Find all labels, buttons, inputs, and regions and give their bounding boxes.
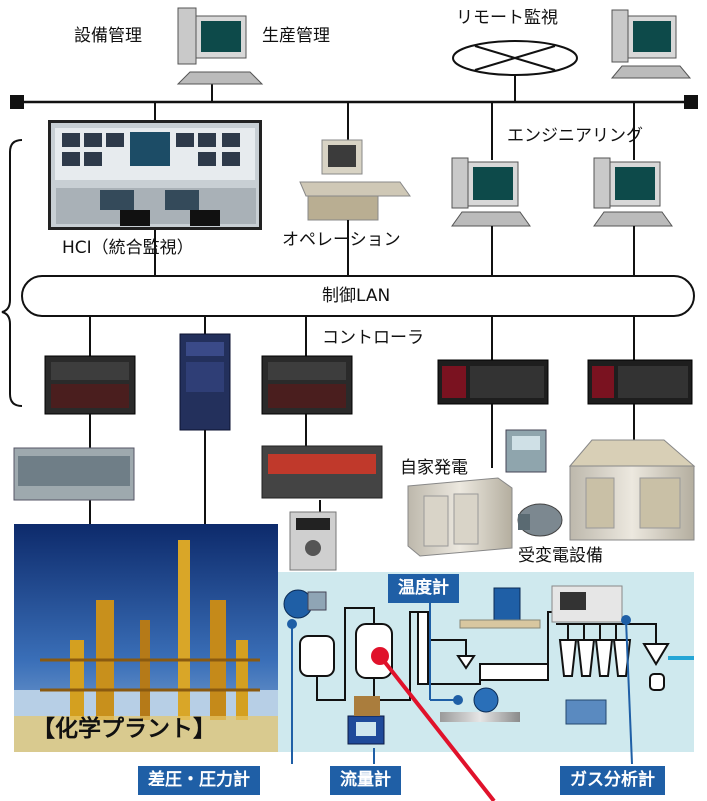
control-lan-bus bbox=[21, 275, 695, 317]
remote-pc-icon bbox=[610, 9, 692, 79]
plc-tower-icon bbox=[179, 333, 231, 431]
lan-drop-lines bbox=[89, 316, 635, 360]
controller-label: コントローラ bbox=[322, 328, 424, 348]
flow-meter-tag: 流量計 bbox=[330, 766, 401, 795]
controller-rack-icon bbox=[44, 355, 136, 415]
controller-rack-icon bbox=[261, 355, 353, 415]
io-module-icon bbox=[261, 445, 383, 499]
substation-image bbox=[568, 439, 696, 541]
relay-device-icon bbox=[505, 429, 547, 473]
chemical-plant-image bbox=[14, 524, 278, 752]
remote-network-icon bbox=[452, 40, 578, 102]
signal-highlight-dot bbox=[371, 647, 389, 665]
dp-pressure-meter-tag: 差圧・圧力計 bbox=[138, 766, 260, 795]
controller-rack-icon bbox=[437, 359, 549, 405]
io-module-icon bbox=[13, 447, 135, 501]
temperature-meter-tag: 温度計 bbox=[388, 574, 459, 603]
pressure-transmitter-image bbox=[283, 589, 327, 619]
panel-meter-icon bbox=[289, 511, 337, 571]
flow-meter-image bbox=[347, 696, 385, 745]
gas-analyzer-image bbox=[551, 585, 623, 725]
substation-label: 受変電設備 bbox=[518, 546, 603, 566]
hci-control-room-image bbox=[48, 120, 262, 230]
controller-rack-icon bbox=[587, 359, 693, 405]
control-lan-label: 制御LAN bbox=[322, 286, 391, 306]
engineering-pc-icon bbox=[451, 157, 531, 276]
top-network-bus bbox=[10, 95, 698, 109]
facility-management-label: 設備管理 bbox=[74, 26, 142, 46]
process-piping-diagram bbox=[299, 607, 694, 701]
operation-console-image bbox=[299, 139, 411, 221]
operation-label: オペレーション bbox=[282, 230, 401, 250]
engineering-pc-icon bbox=[593, 157, 673, 276]
callout-lines bbox=[287, 598, 633, 765]
self-power-label: 自家発電 bbox=[400, 458, 468, 478]
system-brace bbox=[1, 139, 23, 407]
signal-highlight-line bbox=[378, 654, 496, 801]
hci-label: HCI（統合監視） bbox=[62, 238, 194, 258]
management-pc-icon bbox=[176, 7, 264, 102]
gas-analyzer-tag: ガス分析計 bbox=[560, 766, 665, 795]
temperature-transmitter-image bbox=[440, 587, 541, 722]
bus-drop-lines bbox=[154, 102, 635, 160]
engineering-label: エンジニアリング bbox=[507, 126, 643, 146]
chemical-plant-label: 【化学プラント】 bbox=[32, 716, 216, 742]
remote-monitoring-label: リモート監視 bbox=[456, 8, 558, 28]
generator-image bbox=[407, 477, 513, 557]
motor-image bbox=[517, 503, 563, 537]
production-management-label: 生産管理 bbox=[262, 26, 330, 46]
